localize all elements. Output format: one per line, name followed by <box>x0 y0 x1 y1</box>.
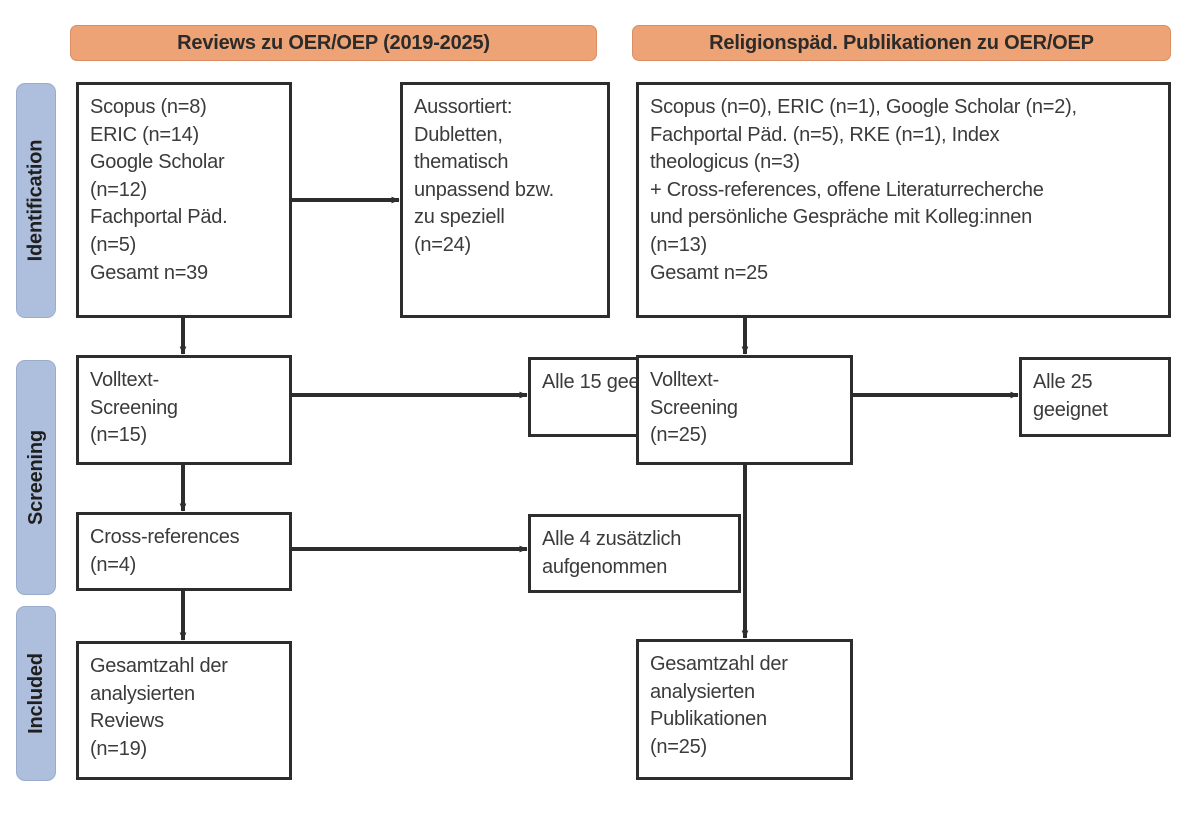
stage-bar-included-label: Included <box>24 653 47 734</box>
stage-bar-included: Included <box>16 606 56 781</box>
column-header-publikationen: Religionspäd. Publikationen zu OER/OEP <box>632 25 1171 61</box>
stage-bar-identification: Identification <box>16 83 56 318</box>
column-header-reviews: Reviews zu OER/OEP (2019-2025) <box>70 25 597 61</box>
column-header-reviews-label: Reviews zu OER/OEP (2019-2025) <box>177 32 490 54</box>
box-left-excluded: Aussortiert: Dubletten, thematisch unpas… <box>400 82 610 318</box>
box-right-screening-result: Alle 25 geeignet <box>1019 357 1171 437</box>
box-left-sources: Scopus (n=8) ERIC (n=14) Google Scholar … <box>76 82 292 318</box>
box-right-fulltext-screening: Volltext- Screening (n=25) <box>636 355 853 465</box>
stage-bar-screening-label: Screening <box>24 430 47 525</box>
box-left-crossreferences-result: Alle 4 zusätzlich aufgenommen <box>528 514 741 593</box>
box-right-included: Gesamtzahl der analysierten Publikatione… <box>636 639 853 780</box>
box-left-crossreferences: Cross-references (n=4) <box>76 512 292 591</box>
column-header-publikationen-label: Religionspäd. Publikationen zu OER/OEP <box>709 32 1094 54</box>
box-right-sources: Scopus (n=0), ERIC (n=1), Google Scholar… <box>636 82 1171 318</box>
stage-bar-screening: Screening <box>16 360 56 595</box>
box-left-included: Gesamtzahl der analysierten Reviews (n=1… <box>76 641 292 780</box>
stage-bar-identification-label: Identification <box>24 139 47 262</box>
box-left-fulltext-screening: Volltext- Screening (n=15) <box>76 355 292 465</box>
